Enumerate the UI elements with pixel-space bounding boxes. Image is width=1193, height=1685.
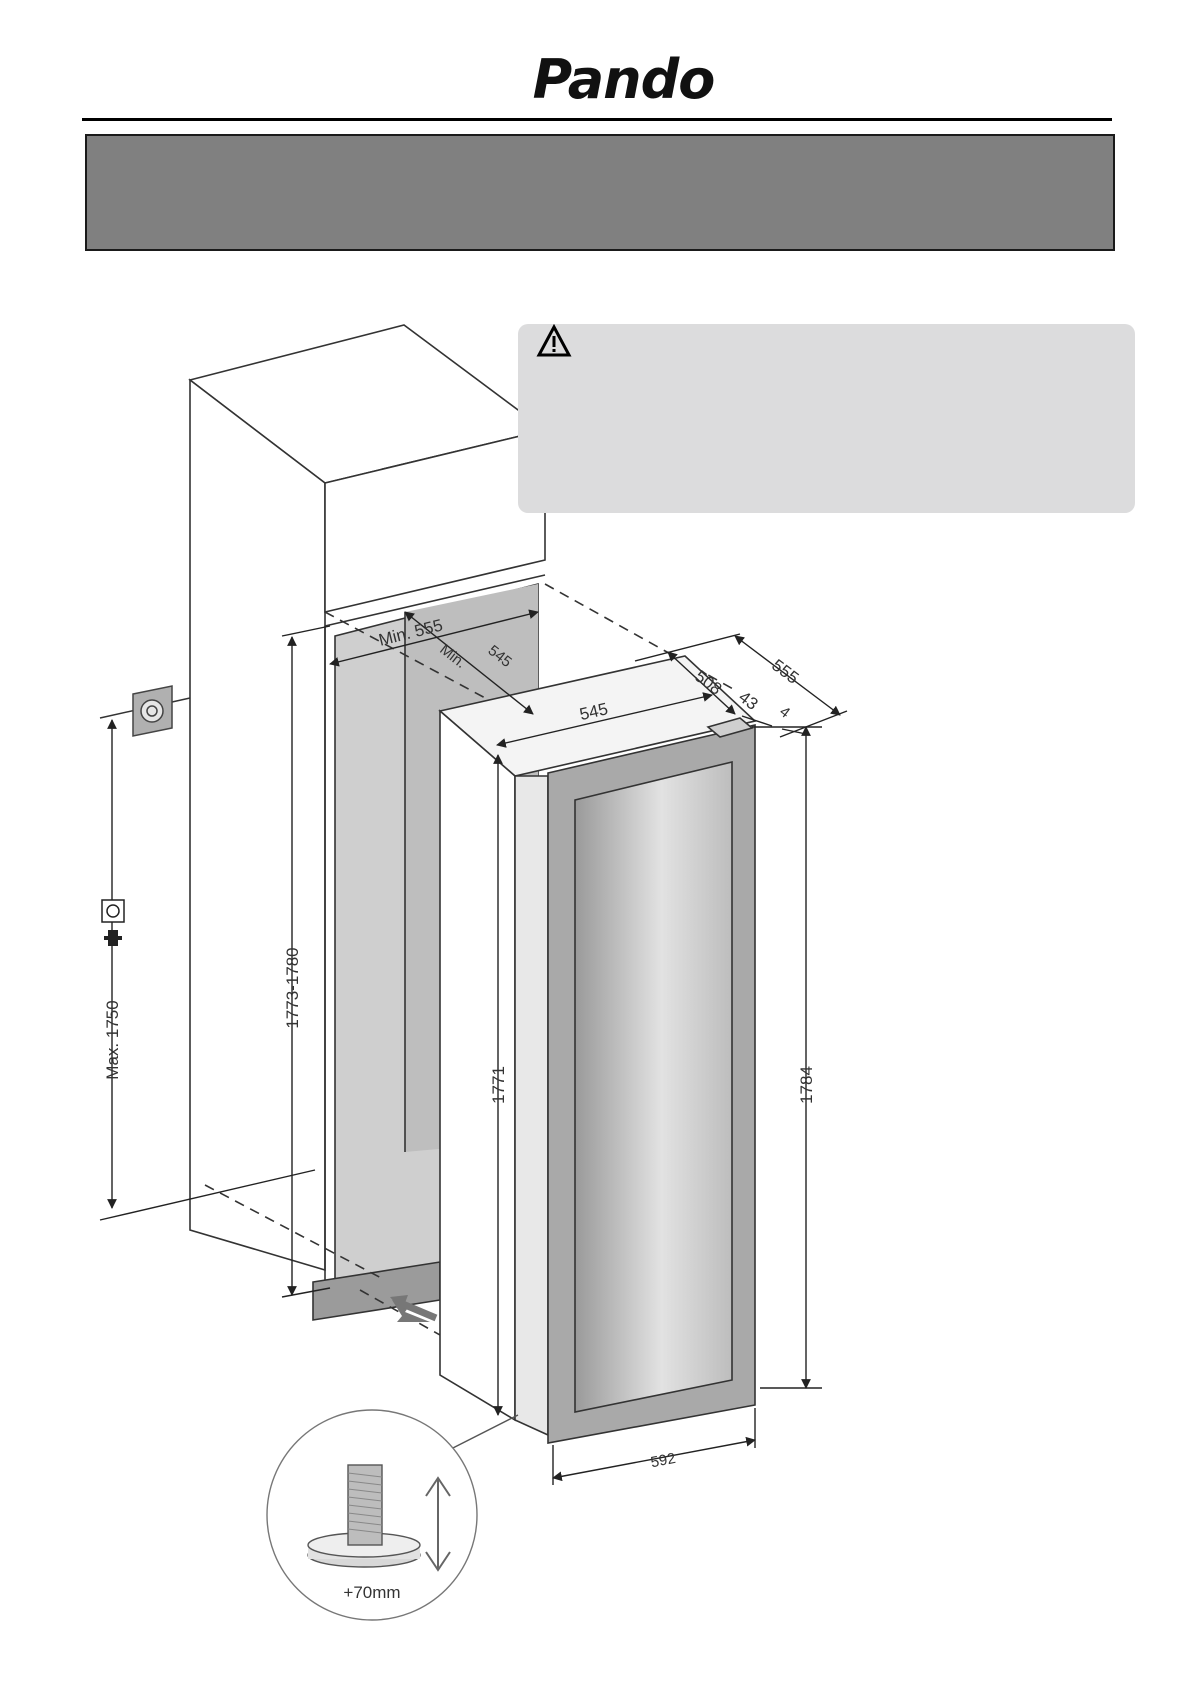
wine-cooler xyxy=(438,655,757,1444)
cabinet-left-side xyxy=(189,378,326,1272)
label-foot-adjustment: +70mm xyxy=(343,1583,400,1602)
up-down-arrow-icon xyxy=(425,1476,451,1572)
label-socket-height: Max. 1750 xyxy=(103,1000,122,1079)
header-band xyxy=(85,134,1115,251)
door-edge xyxy=(514,775,549,1437)
foot-detail xyxy=(266,1409,519,1621)
dimension-lines xyxy=(99,609,848,1485)
door-glass xyxy=(574,760,733,1413)
header-rule xyxy=(82,118,1112,121)
hinge xyxy=(706,717,754,738)
warning-box xyxy=(518,324,1135,513)
label-appliance-total-height: 1784 xyxy=(797,1066,816,1104)
wall-socket xyxy=(99,685,191,737)
plug-icon xyxy=(104,930,122,946)
warning-triangle-icon xyxy=(536,324,572,357)
socket-icon xyxy=(101,899,125,923)
label-appliance-body-height: 1771 xyxy=(489,1066,508,1104)
label-appliance-depth-gap: 4 xyxy=(776,703,793,722)
cabinet-upper-front xyxy=(324,428,546,614)
appliance-side xyxy=(439,709,516,1422)
brand-logo: Pando xyxy=(532,48,716,111)
label-appliance-door-width: 592 xyxy=(649,1450,677,1471)
label-niche-height: 1773-1780 xyxy=(283,947,302,1028)
